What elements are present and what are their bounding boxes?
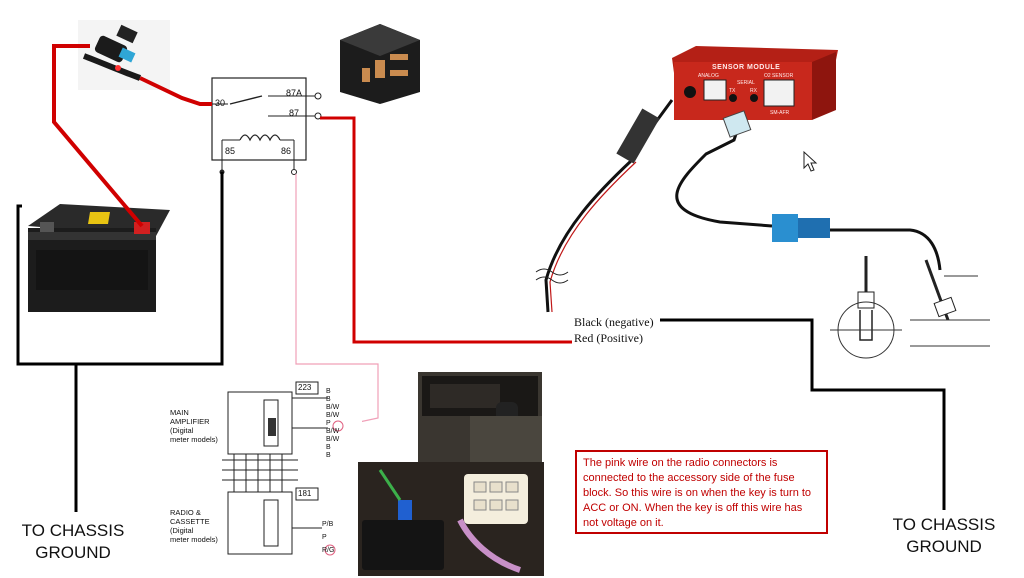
pink-wire-note: The pink wire on the radio connectors is… <box>575 450 828 534</box>
dashboard-photo <box>418 372 542 464</box>
amp-pin-5: B/W <box>326 428 340 435</box>
relay-pin-86: 86 <box>281 146 292 156</box>
amp-pin-7: B <box>326 444 331 451</box>
o2-sensor-cable <box>675 115 942 271</box>
ground-wire-right <box>660 318 946 510</box>
amp-pin-8: B <box>326 452 331 459</box>
radio-pin-2: R/G <box>322 547 335 554</box>
connector-photo <box>358 462 544 576</box>
module-cable-black <box>544 99 674 313</box>
relay-pin-87: 87 <box>289 108 300 118</box>
trigger-wire <box>295 174 379 425</box>
battery-feed-wire <box>52 44 144 228</box>
module-analog-label: ANALOG <box>698 73 719 79</box>
amp-pin-0: B <box>326 388 331 395</box>
relay-pin-85: 85 <box>225 146 236 156</box>
connector-223-label: 223 <box>298 383 312 392</box>
inline-fuse-photo <box>78 20 170 90</box>
amp-pin-2: B/W <box>326 404 340 411</box>
amp-pin-3: B/W <box>326 412 340 419</box>
chassis-ground-label-left: TO CHASSIS GROUND <box>21 521 125 562</box>
red-wire-label: Red (Positive) <box>574 331 643 345</box>
relay-output-wire <box>320 116 572 344</box>
module-cable-red <box>549 161 637 313</box>
module-rx-label: RX <box>750 88 757 94</box>
radio-pin-1: P <box>322 534 327 541</box>
ground-wire-left <box>16 172 224 366</box>
radio-wiring-schematic <box>166 378 362 574</box>
radio-pin-0: P/B <box>322 521 334 528</box>
afr-sensor-module <box>672 46 838 120</box>
cursor-icon <box>803 150 818 172</box>
main-amplifier-label: MAIN AMPLIFIER (Digital meter models) <box>170 408 218 444</box>
fuse-to-relay-wire <box>139 76 212 106</box>
module-tx-label: TX <box>729 88 736 94</box>
cable-break <box>535 268 569 284</box>
amp-pin-6: B/W <box>326 436 340 443</box>
module-title: SENSOR MODULE <box>712 64 781 71</box>
chassis-ground-label-right: TO CHASSIS GROUND <box>892 515 996 556</box>
relay-pin-30: 30 <box>215 98 226 108</box>
relay-schematic <box>211 77 322 175</box>
radio-cassette-label: RADIO & CASSETTE (Digital meter models) <box>170 508 218 544</box>
relay-photo <box>336 20 426 104</box>
black-wire-label: Black (negative) <box>574 315 654 329</box>
radio-pin-list: P/B P R/G <box>322 518 356 557</box>
connector-181-label: 181 <box>298 489 312 498</box>
module-serial-label: SERIAL <box>737 80 755 86</box>
relay-pin-87a: 87A <box>286 88 303 98</box>
amp-pin-1: B <box>326 396 331 403</box>
battery-photo <box>28 204 170 312</box>
amp-pin-4: P <box>326 420 331 427</box>
module-o2-label: O2 SENSOR <box>764 73 794 79</box>
module-model-label: SM-AFR <box>770 110 790 116</box>
o2-sensor-sketch <box>830 256 990 359</box>
